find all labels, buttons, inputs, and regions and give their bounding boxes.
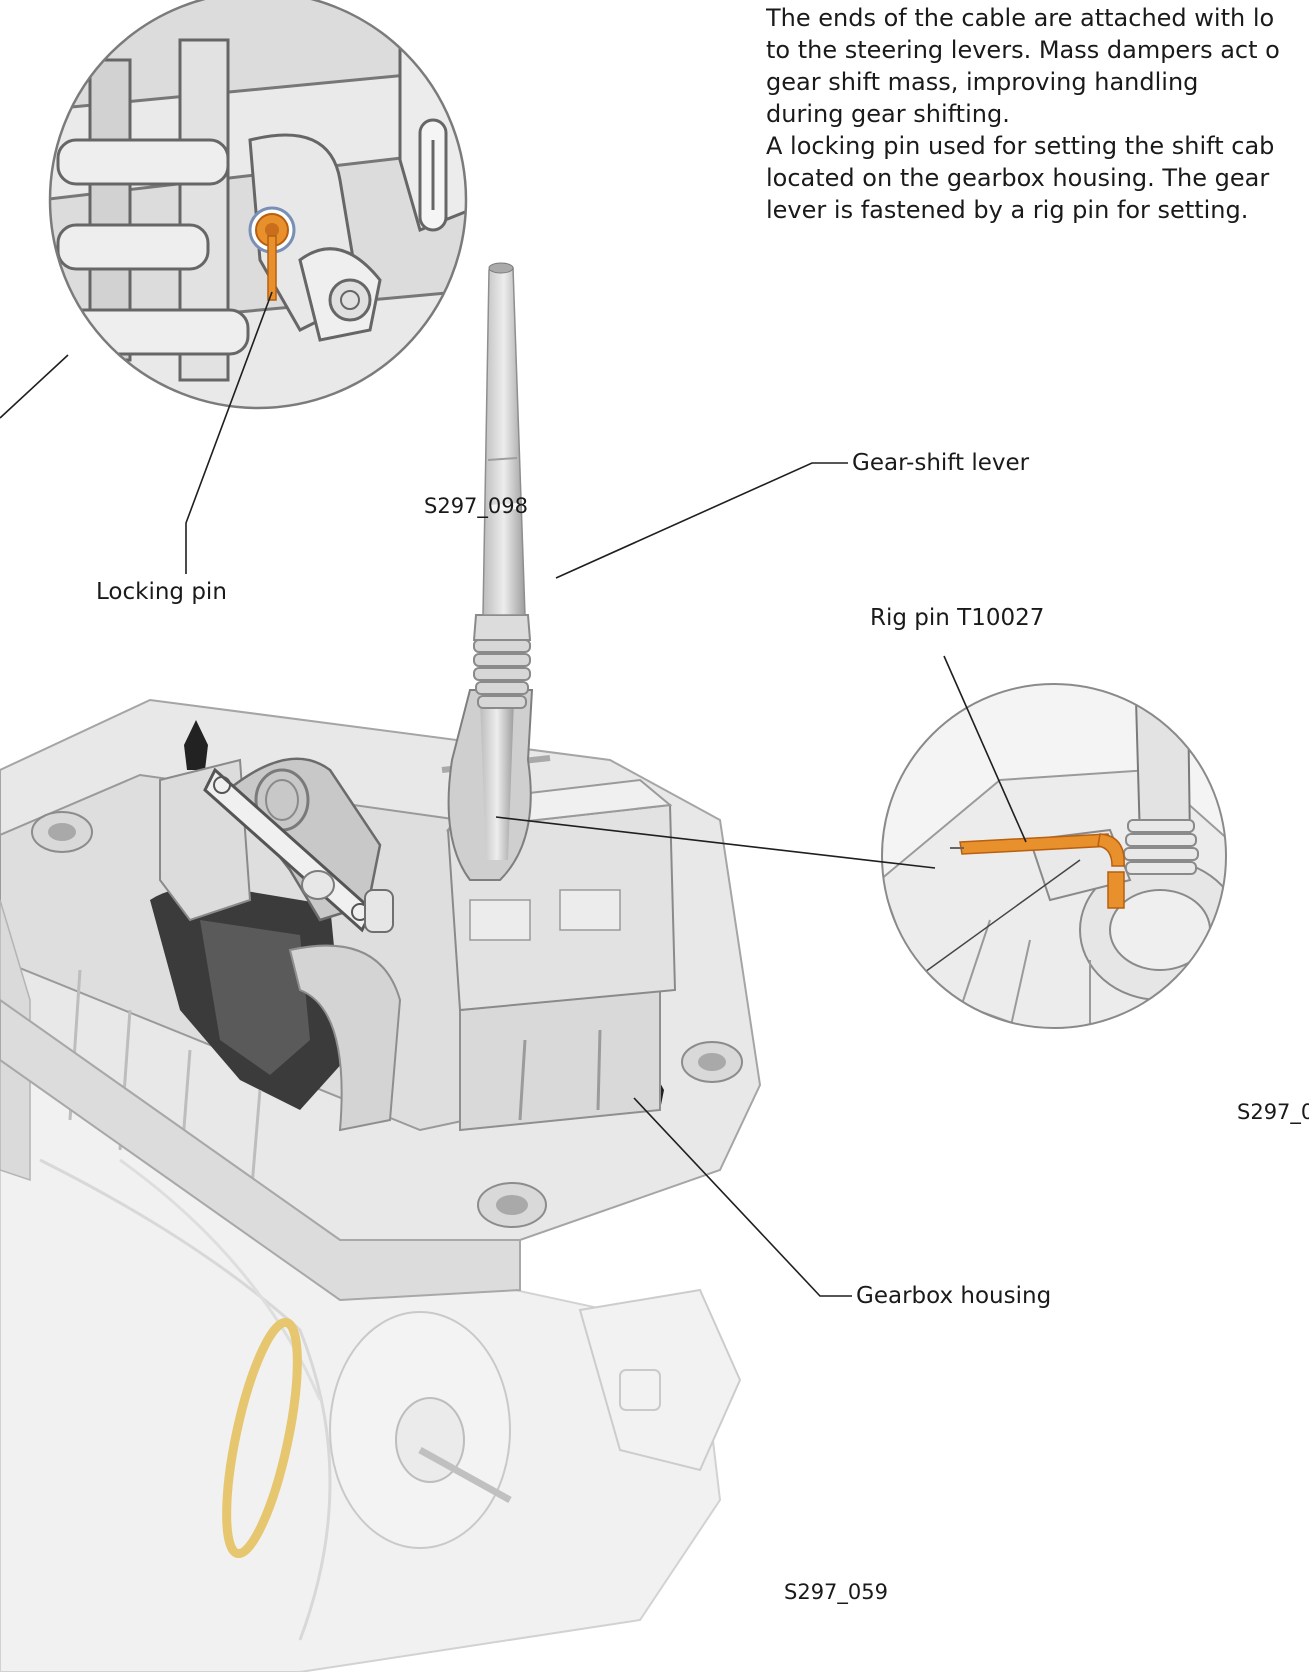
gearbox-housing-leader (633, 1097, 852, 1297)
callout-lines (0, 291, 1027, 1297)
locking-pin-detail (48, 0, 468, 410)
rig-pin-detail (881, 683, 1227, 1029)
gearbox-housing-illustration (0, 698, 762, 1672)
figure-code-right-detail: S297_0 (1237, 1100, 1309, 1124)
description-line: located on the gearbox housing. The gear (766, 164, 1270, 192)
rig-pin-detail-connector (495, 816, 936, 869)
rig-pin-leader (943, 655, 1027, 843)
description-line: during gear shifting. (766, 100, 1010, 128)
locking-pin-label: Locking pin (96, 579, 227, 605)
description-line: lever is fastened by a rig pin for setti… (766, 196, 1249, 224)
detail-circle-leader (0, 354, 69, 419)
description-line: gear shift mass, improving handling (766, 68, 1199, 96)
gear-shift-lever-label: Gear-shift lever (852, 450, 1030, 476)
description-line: A locking pin used for setting the shift… (766, 132, 1275, 160)
description-paragraph: The ends of the cable are attached with … (766, 2, 1306, 226)
gear-shift-lever-illustration (447, 262, 534, 881)
figure-code-top-detail: S297_098 (424, 494, 528, 518)
gearbox-housing-label: Gearbox housing (856, 1283, 1052, 1309)
description-line: to the steering levers. Mass dampers act… (766, 36, 1280, 64)
rig-pin-label: Rig pin T10027 (870, 605, 1045, 631)
description-line: The ends of the cable are attached with … (766, 4, 1275, 32)
gear-shift-lever-leader (555, 462, 848, 579)
figure-code-main: S297_059 (784, 1580, 888, 1604)
locking-pin-leader (185, 291, 273, 574)
